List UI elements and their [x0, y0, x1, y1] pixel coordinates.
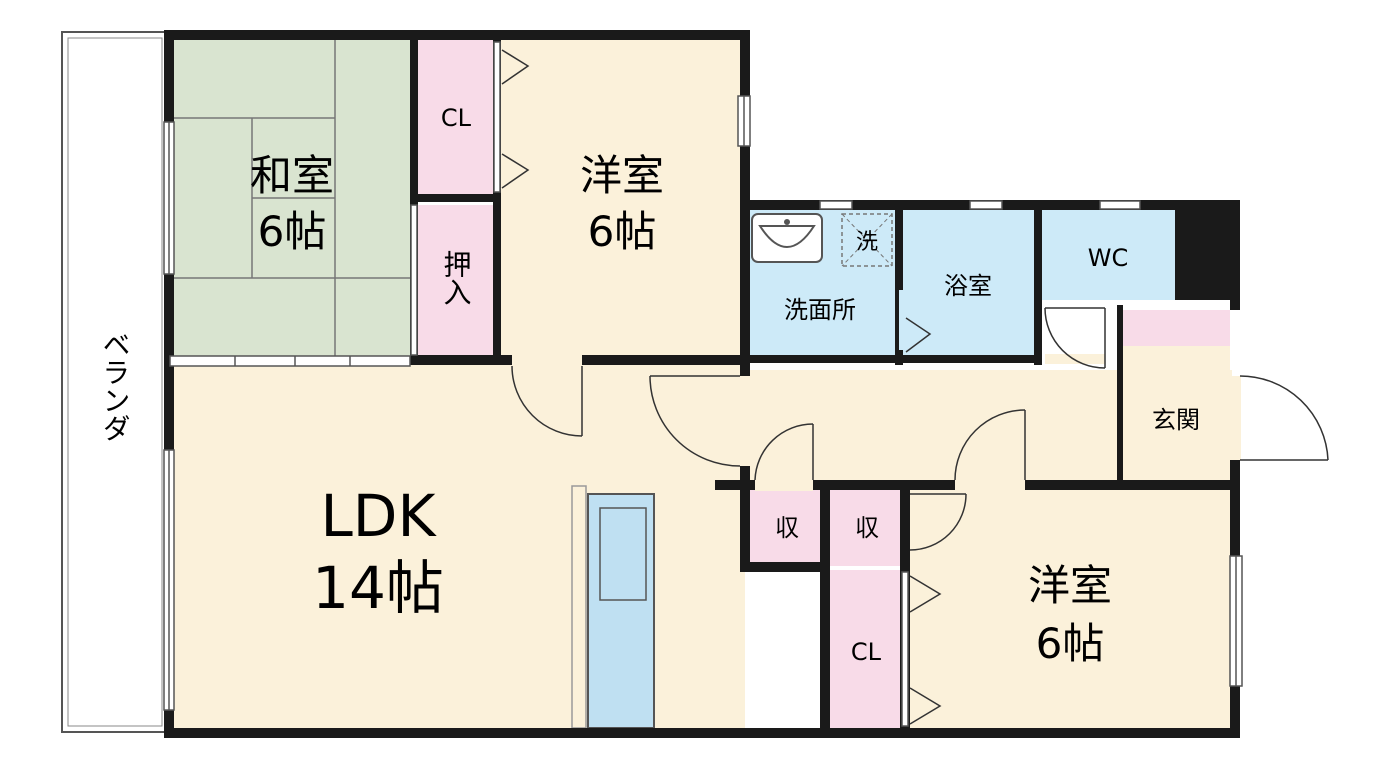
counter-edge — [571, 485, 587, 729]
fusuma-oshiire — [410, 204, 418, 356]
yoshitsu-north-name: 洋室 — [580, 151, 664, 200]
yoshitsu-north-size: 6帖 — [588, 207, 657, 256]
veranda-label: ベランダ — [99, 330, 132, 442]
storage-left-label: 収 — [775, 514, 799, 542]
yoshitsu-south-floor — [905, 488, 1232, 730]
washitsu-size: 6帖 — [258, 207, 327, 256]
tatami-lines — [170, 38, 415, 358]
door-storage-corridor[interactable] — [754, 423, 814, 481]
veranda — [61, 31, 169, 733]
labels: 和室 6帖 洋室 6帖 LDK 14帖 洋室 6帖 CL 押入 洗面所 洗 浴室… — [99, 104, 1201, 668]
closet-south-label: CL — [851, 638, 882, 666]
kitchen-sink-unit — [587, 493, 655, 729]
window-yokushitsu — [969, 200, 1003, 210]
yoshitsu-south-name: 洋室 — [1028, 561, 1112, 610]
washroom-fixtures — [751, 213, 893, 267]
shoe-box — [1122, 310, 1230, 346]
wc-label: WC — [1088, 244, 1129, 272]
washing-machine-space — [841, 213, 893, 267]
closet-north-label: CL — [441, 104, 472, 132]
doors[interactable] — [511, 307, 1329, 551]
genkan-label: 玄関 — [1152, 406, 1200, 434]
door-ldk-corridor[interactable] — [649, 375, 741, 467]
closet-north-floor — [415, 38, 498, 198]
door-closet-north — [493, 41, 501, 193]
storage-left-floor — [748, 488, 825, 566]
folding-door-marks — [501, 49, 942, 725]
door-yoshitsu-south-inner[interactable] — [909, 493, 967, 551]
sentakuki-label: 洗 — [856, 230, 878, 255]
senmenjo-label: 洗面所 — [784, 296, 856, 324]
yoshitsu-north-floor — [498, 38, 745, 360]
washitsu-floor — [170, 38, 415, 360]
sink-basin — [599, 507, 647, 601]
door-closet-south — [901, 571, 909, 727]
storage-right-label: 収 — [855, 514, 879, 542]
ldk-floor — [170, 360, 1232, 730]
veranda-inner-outline — [67, 37, 163, 727]
closet-south-floor — [828, 570, 905, 730]
veranda-outline — [61, 31, 169, 733]
ldk-size: 14帖 — [312, 554, 444, 622]
kitchen-counter — [571, 485, 655, 729]
door-yoshitsu-south[interactable] — [954, 409, 1026, 481]
faucet-icon — [784, 219, 790, 225]
door-entrance[interactable] — [1239, 375, 1329, 461]
ldk-name: LDK — [320, 482, 437, 550]
floor-fills — [170, 38, 1232, 730]
storage-right-floor — [828, 488, 905, 566]
oshiire-floor — [415, 205, 498, 360]
genkan-floor — [1122, 346, 1230, 480]
window-senmenjo — [819, 200, 853, 210]
window-wc — [1099, 200, 1141, 210]
fusuma-washitsu — [169, 355, 411, 367]
oshiire-label: 押入 — [440, 250, 473, 306]
wc-floor — [1040, 210, 1175, 300]
openings — [512, 290, 1241, 491]
windows — [163, 41, 1243, 727]
washbasin-bowl — [758, 225, 816, 248]
yoshitsu-south-size: 6帖 — [1036, 619, 1105, 668]
door-wc[interactable] — [1044, 307, 1106, 369]
yokushitsu-label: 浴室 — [944, 272, 992, 300]
yokushitsu-floor — [902, 210, 1035, 360]
washitsu-name: 和室 — [250, 151, 334, 200]
door-yoshitsu-north[interactable] — [511, 365, 583, 437]
